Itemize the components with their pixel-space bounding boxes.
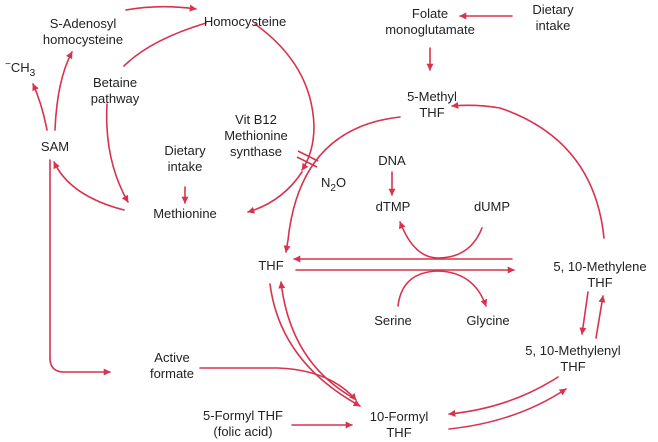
label-dna: DNA — [378, 153, 406, 168]
arrow-homocysteine-loop-to-thf — [254, 23, 315, 171]
arrow-formyl-to-thf — [278, 281, 351, 397]
label-thf: THF — [258, 258, 283, 273]
label-methyl-group: −CH3 — [5, 59, 36, 79]
arrow-methyl-thf-to-thf — [283, 116, 401, 253]
arrow-methylenyl-to-formyl — [448, 376, 559, 417]
arrow-dump-to-dtmp — [399, 221, 483, 259]
arrow-methionine-to-sam — [53, 161, 125, 211]
label-sam: SAM — [41, 139, 69, 154]
arrow-sam-to-methyl-group — [32, 83, 48, 131]
n2o-block-mark-1 — [297, 150, 319, 162]
arrow-methylene-to-methyl-thf — [451, 101, 605, 239]
arrow-formyl-to-methylenyl — [448, 388, 567, 430]
arrow-thf-to-formyl — [269, 283, 361, 407]
label-glycine: Glycine — [466, 313, 509, 328]
label-dtmp: dTMP — [376, 199, 411, 214]
arrow-sam-to-active-formate — [49, 159, 111, 376]
arrow-active-formate-to-formyl — [199, 367, 357, 401]
arrow-s-adenosyl-to-homocysteine — [125, 4, 197, 12]
label-nitrous-oxide: N2O — [321, 175, 346, 194]
label-homocysteine: Homocysteine — [204, 14, 286, 29]
arrow-methylene-to-methylenyl — [579, 291, 589, 335]
label-dump: dUMP — [474, 199, 510, 214]
label-serine: Serine — [374, 313, 412, 328]
arrow-homocysteine-to-betaine — [123, 22, 207, 67]
arrow-betaine-to-methionine — [105, 103, 129, 203]
arrows — [32, 4, 606, 430]
label-methionine: Methionine — [153, 206, 217, 221]
arrow-serine-to-glycine — [397, 270, 488, 307]
arrow-synthase-to-methionine — [247, 171, 303, 214]
label-5-formyl-thf-folic-acid: 5-Formyl THF(folic acid) — [203, 408, 283, 439]
arrow-sam-to-s-adenosyl — [54, 51, 73, 131]
arrow-methylenyl-to-methylene — [595, 295, 606, 339]
n2o-block-mark-2 — [296, 156, 318, 168]
